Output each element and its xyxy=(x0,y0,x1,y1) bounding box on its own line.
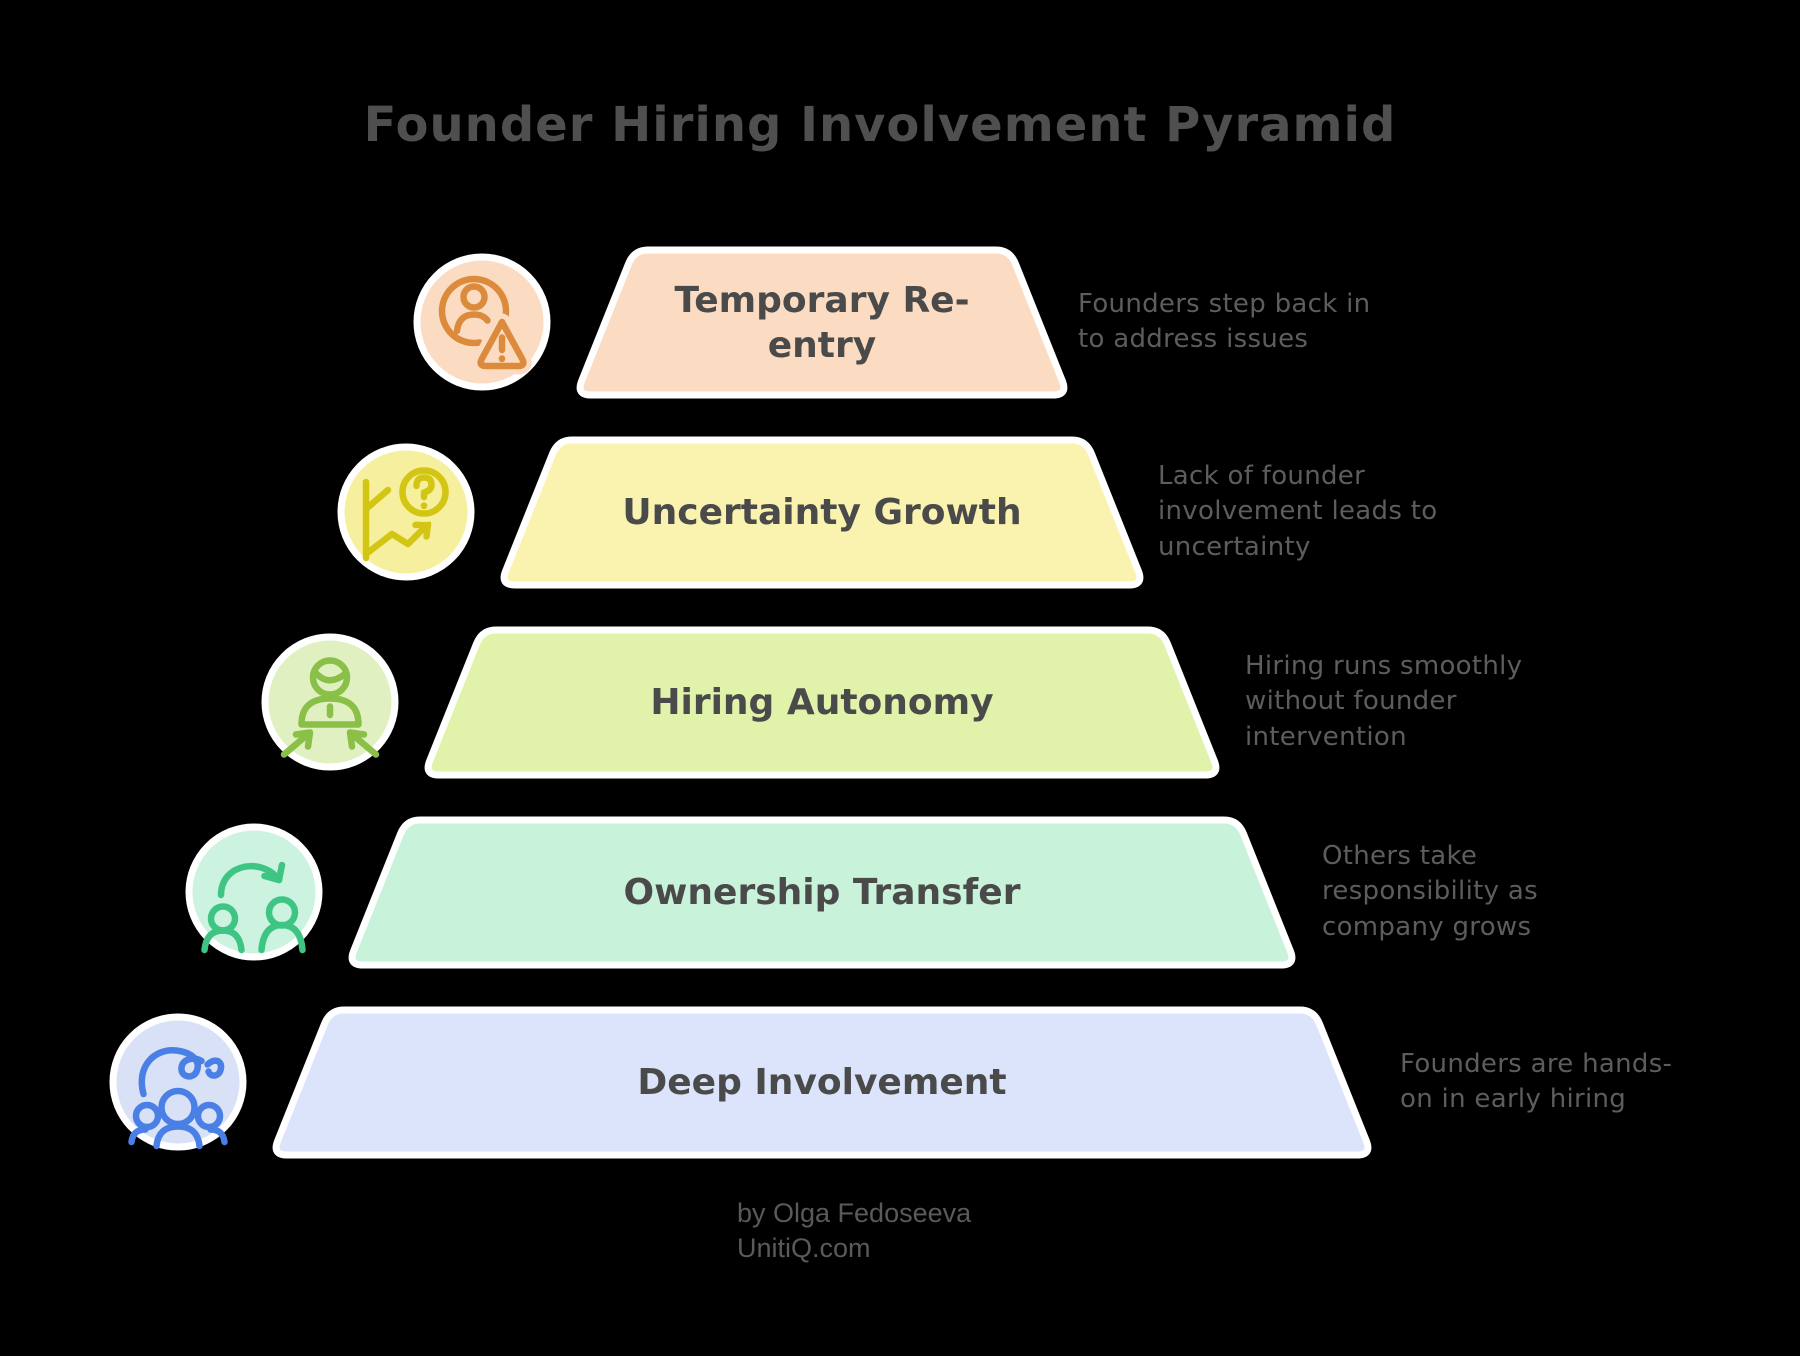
person-alert-icon xyxy=(413,253,551,391)
pyramid-level-4-shape xyxy=(348,816,1296,969)
chart-question-icon xyxy=(337,443,475,581)
credit-author: by Olga Fedoseeva xyxy=(737,1198,972,1228)
people-transfer-icon xyxy=(185,823,323,961)
credit-site: UnitiQ.com xyxy=(737,1233,871,1264)
credit: by Olga Fedoseeva UnitiQ.com xyxy=(737,1196,971,1266)
team-huddle-icon xyxy=(109,1013,247,1151)
pyramid-level-3-shape xyxy=(424,626,1220,779)
pyramid-level-2-shape xyxy=(500,436,1144,589)
level-4-description: Others take responsibility as company gr… xyxy=(1322,841,1538,942)
level-2-description: Lack of founder involvement leads to unc… xyxy=(1158,461,1438,562)
level-1-description: Founders step back in to address issues xyxy=(1078,288,1371,354)
pyramid-level-5-shape xyxy=(272,1006,1372,1159)
level-5-description: Founders are hands- on in early hiring xyxy=(1400,1048,1673,1114)
page-title: Founder Hiring Involvement Pyramid xyxy=(363,97,1397,153)
person-arrows-icon xyxy=(261,633,399,771)
pyramid-level-1-shape xyxy=(576,246,1068,399)
level-3-description: Hiring runs smoothly without founder int… xyxy=(1245,651,1523,752)
